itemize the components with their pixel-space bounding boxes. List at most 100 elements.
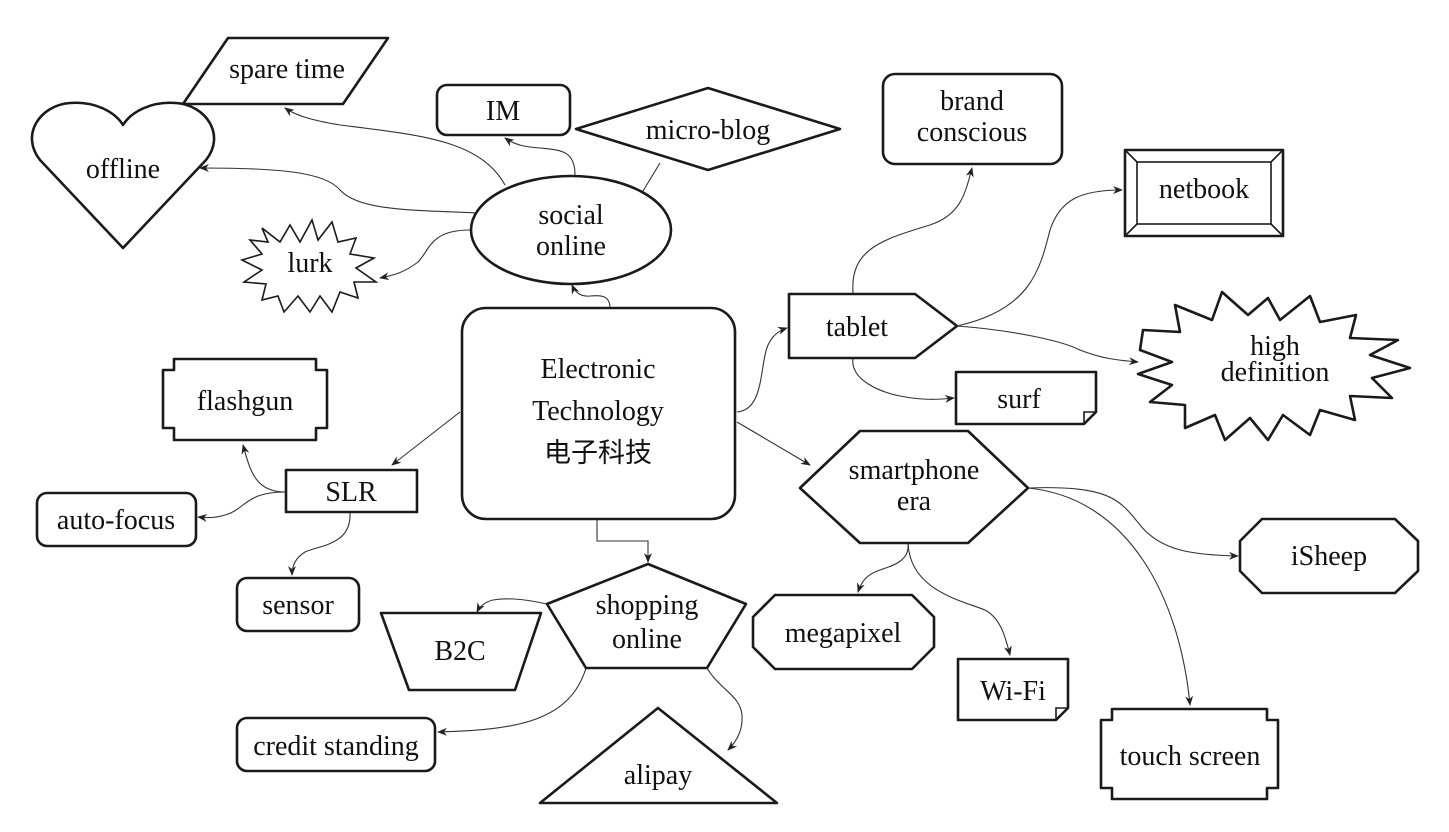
- touch-screen-label: touch screen: [1120, 741, 1261, 772]
- center-label-line2: Technology: [532, 396, 664, 427]
- slr-label: SLR: [325, 477, 377, 508]
- lurk-starburst-shape: [239, 217, 379, 314]
- node-wifi: Wi-Fi: [956, 657, 1070, 722]
- node-surf: surf: [954, 370, 1098, 426]
- node-social-online: social online: [469, 174, 673, 286]
- edge-tablet-to-surf: [852, 357, 955, 403]
- social-online-label-line2: online: [536, 231, 606, 262]
- node-slr: SLR: [284, 468, 419, 514]
- node-auto-focus: auto-focus: [35, 491, 198, 548]
- netbook-outer-frame-shape: [1123, 148, 1285, 238]
- edge-smartphone-to-isheep: [1027, 487, 1239, 560]
- smartphone-era-label-line2: era: [897, 486, 932, 517]
- brand-conscious-rounded-rect-shape: [881, 72, 1064, 166]
- edge-smartphone-to-megapixel: [857, 542, 909, 593]
- flashgun-notched-shape: [161, 357, 329, 442]
- spare-time-parallelogram-shape: [181, 36, 390, 106]
- micro-blog-diamond-shape: [574, 86, 842, 172]
- edge-tablet-to-brand-conscious: [852, 167, 974, 294]
- offline-label: offline: [86, 154, 160, 185]
- wifi-label: Wi-Fi: [980, 676, 1046, 707]
- edge-center-to-shopping-online: [596, 520, 652, 563]
- tablet-label: tablet: [826, 312, 888, 343]
- auto-focus-label: auto-focus: [57, 505, 175, 536]
- node-high-definition: high definition: [1136, 290, 1412, 442]
- sensor-label: sensor: [262, 590, 334, 621]
- im-rounded-rect-shape: [435, 83, 572, 137]
- b2c-trapezoid-shape: [379, 611, 543, 692]
- center-label-line1: Electronic: [540, 354, 655, 385]
- social-online-label-line1: social: [538, 200, 604, 231]
- credit-standing-label: credit standing: [253, 731, 419, 762]
- node-netbook: netbook: [1123, 148, 1285, 238]
- edge-shopping-to-credit-standing: [437, 667, 587, 736]
- edge-social-to-micro-blog: [639, 162, 661, 197]
- im-label: IM: [486, 96, 520, 127]
- high-definition-starburst-shape: [1136, 290, 1412, 442]
- offline-heart-shape: [30, 101, 216, 250]
- wifi-note-shape: [956, 657, 1070, 722]
- credit-standing-rounded-rect-shape: [235, 716, 437, 773]
- node-lurk: lurk: [239, 217, 379, 314]
- b2c-label: B2C: [434, 636, 485, 667]
- edge-social-to-im: [504, 137, 576, 176]
- megapixel-label: megapixel: [785, 618, 902, 649]
- lurk-label: lurk: [287, 248, 332, 279]
- edge-tablet-to-netbook: [956, 186, 1123, 327]
- node-touch-screen: touch screen: [1099, 707, 1280, 801]
- surf-note-shape: [954, 370, 1098, 426]
- node-electronic-technology: Electronic Technology 电子科技: [460, 306, 737, 521]
- node-alipay: alipay: [538, 706, 779, 805]
- flashgun-label: flashgun: [197, 386, 293, 417]
- smartphone-era-label-line1: smartphone: [849, 455, 980, 486]
- slr-rect-shape: [284, 468, 419, 514]
- edge-social-to-spare-time: [284, 107, 506, 186]
- shopping-online-pentagon-shape: [545, 562, 748, 670]
- touch-screen-notched-shape: [1099, 707, 1280, 801]
- surf-label: surf: [997, 384, 1041, 415]
- high-definition-label-line1: high: [1250, 331, 1300, 362]
- node-isheep: iSheep: [1238, 517, 1420, 595]
- isheep-octagon-shape: [1238, 517, 1420, 595]
- micro-blog-label: micro-blog: [646, 115, 770, 146]
- alipay-triangle-shape: [538, 706, 779, 805]
- center-label-line3: 电子科技: [544, 438, 652, 469]
- auto-focus-rounded-rect-shape: [35, 491, 198, 548]
- center-rounded-rect-shape: [460, 306, 737, 521]
- connector-lines: [197, 107, 1239, 751]
- edge-center-to-smartphone-era: [736, 421, 811, 466]
- edge-tablet-to-high-definition: [956, 325, 1139, 366]
- edge-slr-to-sensor: [288, 511, 351, 576]
- edge-slr-to-auto-focus: [197, 491, 286, 522]
- edge-center-to-tablet: [736, 327, 788, 413]
- edge-social-to-lurk: [379, 229, 471, 281]
- spare-time-label: spare time: [229, 54, 345, 85]
- social-online-ellipse-shape: [469, 174, 673, 286]
- megapixel-octagon-shape: [751, 593, 936, 671]
- edge-center-to-social-online: [571, 284, 611, 309]
- shopping-online-label-line1: shopping: [596, 590, 699, 621]
- netbook-inner-frame-shape: [1136, 161, 1272, 225]
- node-brand-conscious: brand conscious: [881, 72, 1064, 166]
- node-smartphone-era: smartphone era: [798, 429, 1030, 545]
- node-megapixel: megapixel: [751, 593, 936, 671]
- node-flashgun: flashgun: [161, 357, 329, 442]
- node-shopping-online: shopping online: [545, 562, 748, 670]
- node-tablet: tablet: [787, 292, 959, 360]
- node-credit-standing: credit standing: [235, 716, 437, 773]
- brand-conscious-label-line1: brand: [940, 86, 1004, 117]
- tablet-arrow-pentagon-shape: [787, 292, 959, 360]
- brand-conscious-label-line2: conscious: [917, 117, 1027, 148]
- edge-slr-to-flashgun: [241, 444, 286, 493]
- netbook-label: netbook: [1159, 174, 1249, 205]
- edge-smartphone-to-wifi: [907, 542, 1012, 656]
- sensor-rounded-rect-shape: [235, 576, 361, 633]
- edge-shopping-to-b2c: [476, 598, 548, 613]
- edge-smartphone-to-touch-screen: [1027, 487, 1194, 706]
- edge-social-to-offline: [199, 164, 479, 214]
- smartphone-era-hexagon-shape: [798, 429, 1030, 545]
- edge-shopping-to-alipay: [706, 667, 743, 751]
- node-spare-time: spare time: [181, 36, 390, 106]
- edge-center-to-slr: [391, 411, 461, 466]
